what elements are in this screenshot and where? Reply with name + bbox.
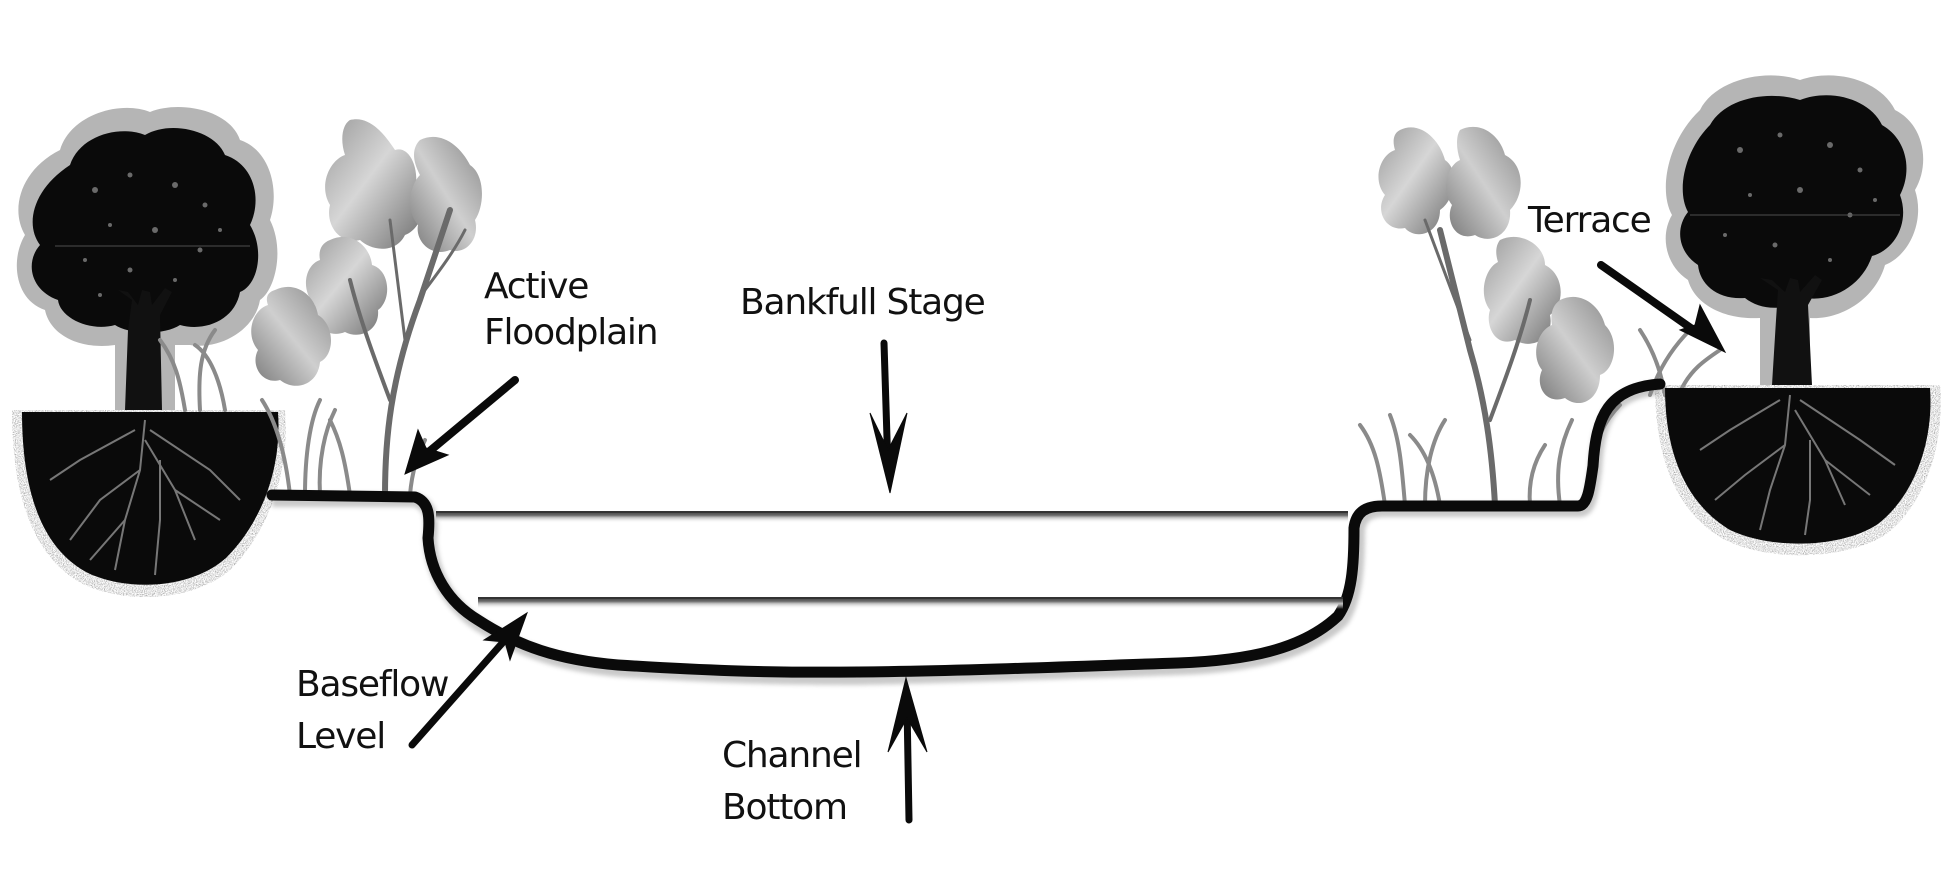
label-channel-bottom-line-2: Bottom xyxy=(722,787,848,828)
arrow-terrace-icon xyxy=(1597,261,1727,354)
right-shrub-icon xyxy=(1358,126,1722,508)
label-active-floodplain-line-1: Active xyxy=(484,266,589,307)
label-terrace: Terrace xyxy=(1528,198,1652,244)
left-shrub-icon xyxy=(158,119,482,498)
label-baseflow-level: Baseflow Level xyxy=(296,659,449,763)
left-tree-leaf-speckles xyxy=(83,172,222,297)
left-tree-icon xyxy=(12,107,286,597)
baseflow-line xyxy=(478,597,1343,609)
arrow-channel-bottom-icon xyxy=(887,676,928,824)
label-active-floodplain: Active Floodplain xyxy=(484,264,659,356)
right-tree-leaf-speckles xyxy=(1723,132,1877,262)
label-baseflow-level-line-1: Baseflow xyxy=(296,664,449,705)
arrow-active-floodplain-icon xyxy=(404,376,519,475)
label-channel-bottom-line-1: Channel xyxy=(722,735,863,776)
arrow-bankfull-stage-icon xyxy=(869,339,908,494)
label-bankfull-stage-text: Bankfull Stage xyxy=(740,282,986,323)
label-active-floodplain-line-2: Floodplain xyxy=(484,312,659,353)
bankfull-line xyxy=(436,511,1348,523)
label-bankfull-stage: Bankfull Stage xyxy=(740,280,986,326)
right-tree-canopy xyxy=(1680,95,1907,308)
left-tree-trunk xyxy=(118,288,172,410)
channel-profile xyxy=(266,378,1666,686)
right-tree-icon xyxy=(1655,75,1941,556)
arrow-baseflow-level-icon xyxy=(408,611,528,749)
channel-bed-line xyxy=(266,378,1666,678)
label-channel-bottom: Channel Bottom xyxy=(722,730,863,834)
label-terrace-text: Terrace xyxy=(1528,200,1652,241)
right-root-ball xyxy=(1655,385,1941,556)
left-root-ball xyxy=(12,410,286,597)
label-baseflow-level-line-2: Level xyxy=(296,716,386,757)
right-tree-trunk xyxy=(1760,275,1822,385)
left-tree-canopy xyxy=(31,127,259,333)
